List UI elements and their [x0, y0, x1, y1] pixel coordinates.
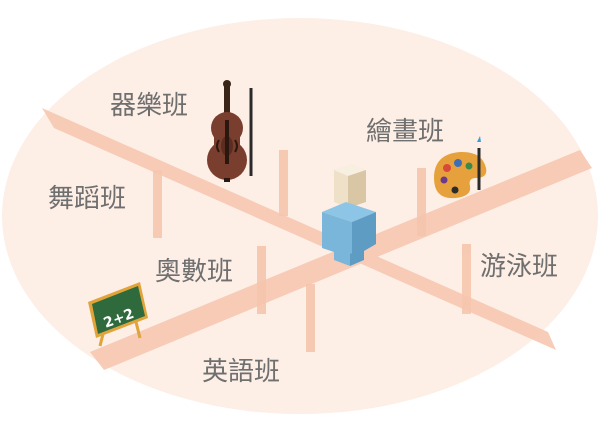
branch-lines: [153, 150, 471, 352]
branch-dance: [153, 170, 162, 238]
label-math: 奧數班: [155, 257, 233, 287]
branch-music: [279, 150, 288, 216]
label-music: 器樂班: [110, 91, 188, 121]
branch-swimming: [462, 244, 471, 314]
label-english: 英語班: [202, 357, 280, 387]
cello-icon: [207, 80, 253, 182]
palette-icon: [434, 136, 487, 199]
branch-english: [306, 284, 315, 352]
label-dance: 舞蹈班: [48, 184, 126, 214]
branch-painting: [417, 168, 426, 236]
background-ellipse: [2, 18, 598, 414]
road-descending: [42, 108, 556, 350]
label-painting: 繪畫班: [366, 117, 444, 147]
branch-math: [257, 246, 266, 314]
label-swimming: 游泳班: [480, 252, 558, 282]
person-icon: [322, 164, 376, 266]
